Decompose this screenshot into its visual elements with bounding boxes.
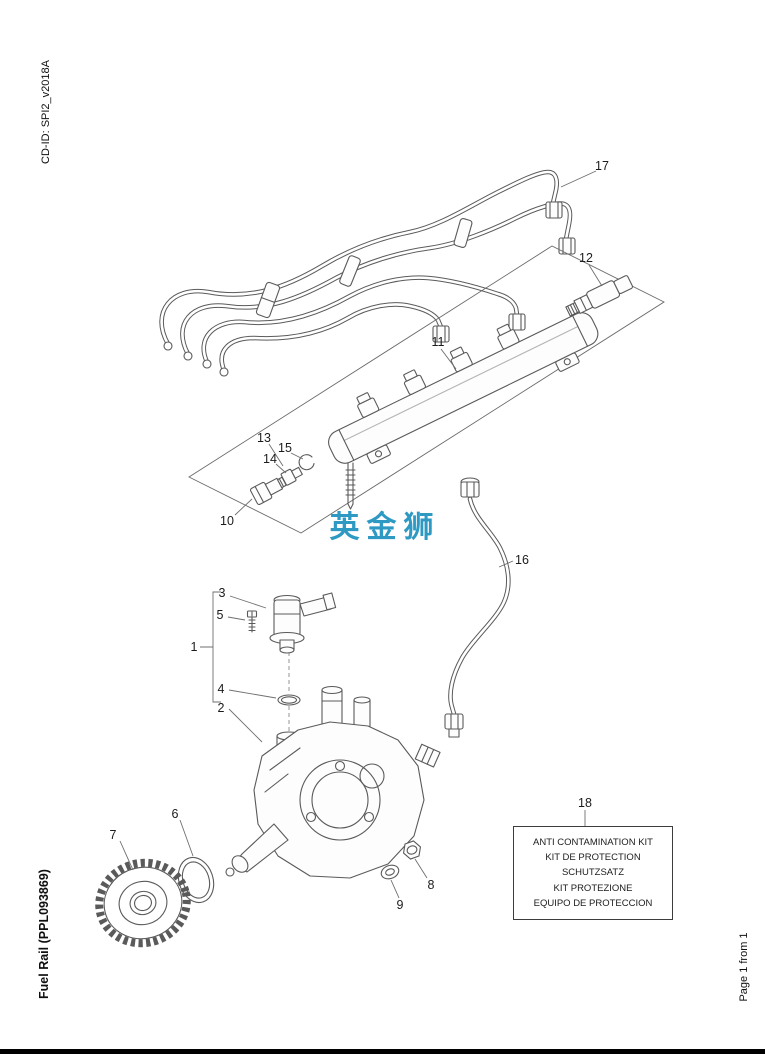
pump-inlet-port	[414, 743, 441, 768]
document-title: Fuel Rail (PPL093869)	[37, 869, 51, 999]
pipe-clamp	[339, 255, 361, 287]
callout-12: 12	[579, 251, 593, 265]
injection-pipes	[159, 169, 576, 377]
pipe-clamp	[255, 281, 281, 319]
shaft-nut	[402, 840, 422, 860]
callout-10: 10	[220, 514, 234, 528]
pipe-clamp	[453, 218, 473, 248]
callout-3: 3	[218, 586, 226, 600]
kit-box-line-5: EQUIPO DE PROTECCION	[533, 897, 653, 909]
callout-7: 7	[109, 828, 117, 842]
assembly-frame	[188, 245, 665, 534]
callout-6: 6	[171, 807, 179, 821]
small-plug	[280, 466, 303, 486]
metering-valve	[269, 592, 337, 654]
pipe-nut	[508, 313, 526, 331]
watermark: 英金狮	[329, 511, 441, 544]
callout-18: 18	[578, 796, 592, 810]
pipe-nut	[558, 237, 576, 255]
callout-5: 5	[216, 608, 224, 622]
callout-9: 9	[396, 898, 404, 912]
pipe-nut	[432, 325, 450, 343]
cd-id-label: CD-ID: SPI2_v2018A	[40, 60, 52, 164]
callout-11: 11	[431, 335, 445, 349]
callout-13: 13	[257, 431, 271, 445]
kit-box-line-4: KIT PROTEZIONE	[553, 882, 633, 894]
pipe-nut	[545, 201, 563, 219]
feed-pipe	[444, 477, 511, 738]
pressure-sensor	[565, 275, 634, 317]
kit-box-line-1: ANTI CONTAMINATION KIT	[533, 837, 653, 848]
page-bottom-border	[0, 1049, 765, 1054]
callout-8: 8	[427, 878, 435, 892]
callout-2: 2	[217, 701, 225, 715]
callout-14: 14	[263, 452, 277, 466]
kit-box-line-3: SCHUTZSATZ	[561, 867, 625, 879]
anti-contamination-kit-box: ANTI CONTAMINATION KIT KIT DE PROTECTION…	[513, 826, 673, 920]
callout-4: 4	[217, 682, 225, 696]
snap-ring	[298, 454, 315, 471]
kit-box-line-2: KIT DE PROTECTION	[545, 852, 641, 864]
injection-pump	[225, 685, 441, 879]
o-ring-small	[277, 694, 301, 706]
leader-lines	[119, 170, 603, 899]
screw	[246, 610, 258, 633]
rail-stud	[345, 462, 356, 510]
callout-1: 1	[190, 640, 198, 654]
o-ring-large	[177, 856, 215, 904]
page-indicator: Page 1 from 1	[738, 932, 750, 1002]
callout-16: 16	[515, 553, 529, 567]
washer	[380, 864, 400, 880]
fuel-rail	[328, 312, 599, 464]
callout-17: 17	[595, 159, 609, 173]
callout-15: 15	[278, 441, 292, 455]
